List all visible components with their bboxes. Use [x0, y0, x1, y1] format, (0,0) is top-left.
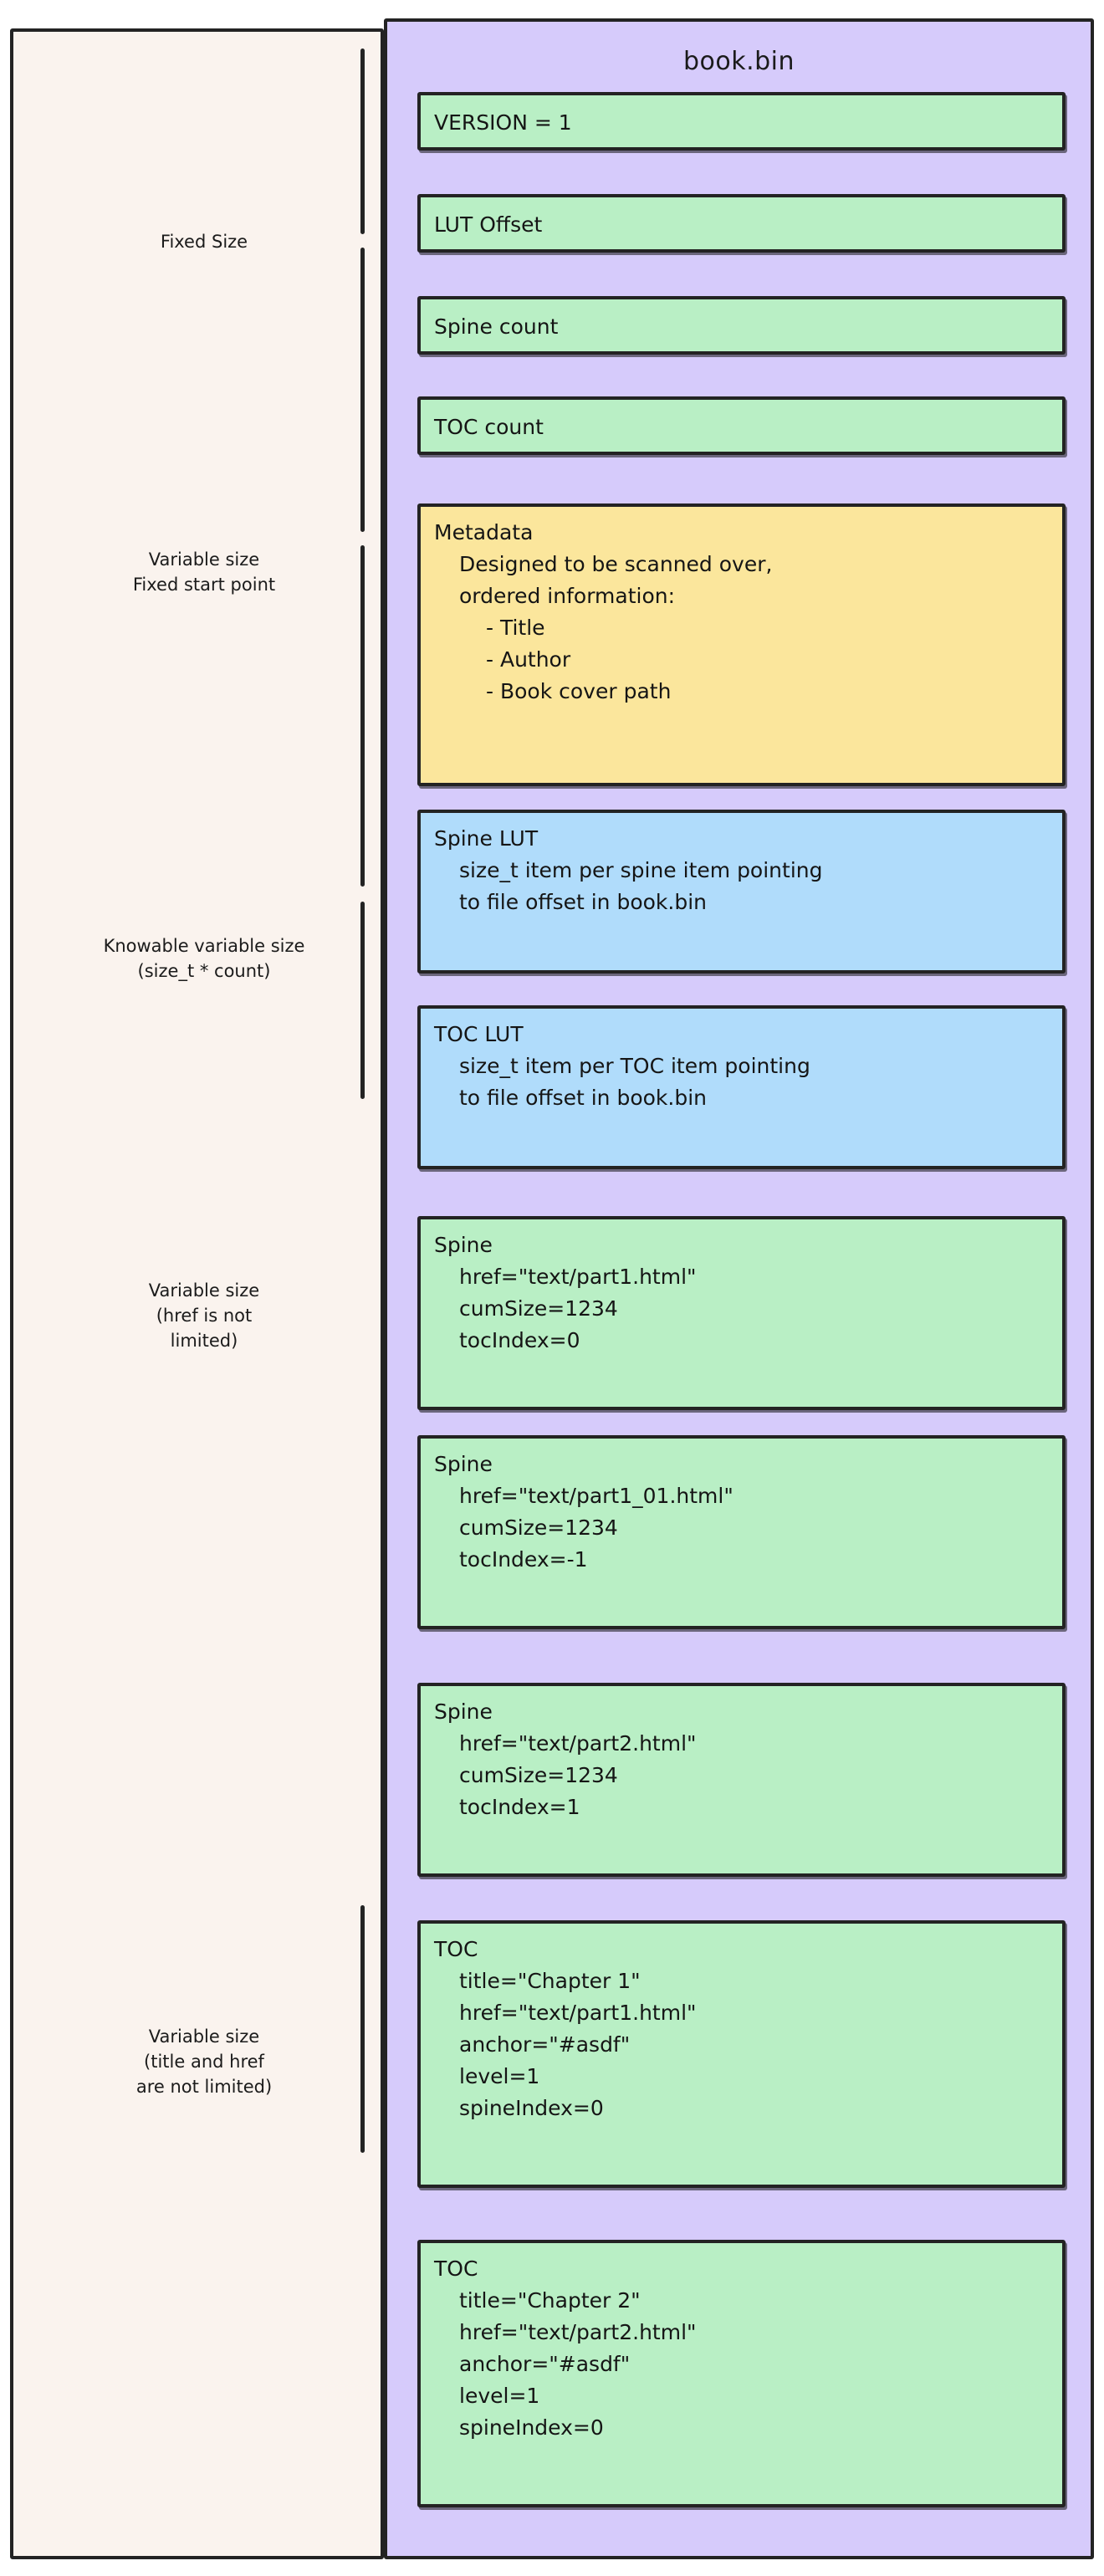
record-line: anchor="#asdf": [459, 2032, 631, 2057]
bracket-variable-title-href: [360, 1905, 365, 2153]
record-line: title="Chapter 2": [459, 2288, 641, 2313]
record-line: TOC count: [434, 415, 544, 439]
record-line: Designed to be scanned over,: [459, 552, 773, 576]
bracket-knowable-variable: [360, 545, 365, 887]
record-line: to file offset in book.bin: [459, 1086, 708, 1110]
record-line: tocIndex=1: [459, 1795, 580, 1819]
record-line: Spine: [434, 1452, 493, 1476]
record-toc-count: TOC count: [417, 396, 1066, 455]
record-line: cumSize=1234: [459, 1515, 618, 1540]
record-line: Spine: [434, 1699, 493, 1724]
record-line: Spine count: [434, 314, 559, 339]
record-line: size_t item per TOC item pointing: [459, 1054, 810, 1078]
group-label-variable-href: Variable size (href is not limited): [148, 1280, 260, 1351]
record-line: href="text/part1.html": [459, 2001, 697, 2025]
record-line: ordered information:: [459, 584, 676, 608]
record-line: - Author: [486, 647, 571, 672]
record-line: href="text/part2.html": [459, 1731, 697, 1756]
record-spine-count: Spine count: [417, 296, 1066, 355]
record-line: Metadata: [434, 520, 534, 544]
record-spine-lut: Spine LUT size_t item per spine item poin…: [417, 810, 1066, 974]
record-line: cumSize=1234: [459, 1296, 618, 1321]
record-line: tocIndex=-1: [459, 1547, 588, 1572]
group-label-variable-fixed-start: Variable size Fixed start point: [132, 549, 276, 595]
book-bin-container: book.bin VERSION = 1 LUT Offset Spine co…: [384, 18, 1094, 2559]
record-line: level=1: [459, 2064, 540, 2088]
record-line: VERSION = 1: [434, 110, 572, 135]
record-line: TOC LUT: [434, 1022, 524, 1046]
record-version: VERSION = 1: [417, 92, 1066, 151]
record-line: to file offset in book.bin: [459, 890, 708, 914]
record-line: Spine: [434, 1233, 493, 1257]
record-line: TOC: [434, 2257, 478, 2281]
group-label-fixed-size: Fixed Size: [160, 232, 248, 252]
record-line: TOC: [434, 1937, 478, 1961]
group-label-variable-title-href: Variable size (title and href are not li…: [135, 2027, 273, 2097]
record-line: - Book cover path: [486, 679, 672, 703]
record-lut-offset: LUT Offset: [417, 194, 1066, 253]
book-bin-title: book.bin: [682, 47, 795, 76]
group-label-knowable-variable: Knowable variable size (size_t * count): [103, 936, 305, 981]
bracket-variable-fixed-start: [360, 248, 365, 532]
bracket-fixed-size: [360, 49, 365, 234]
record-toc-1: TOC title="Chapter 1" href="text/part1.htm…: [417, 1920, 1066, 2188]
record-line: Spine LUT: [434, 826, 539, 851]
record-line: size_t item per spine item pointing: [459, 858, 823, 882]
record-line: level=1: [459, 2384, 540, 2408]
record-line: title="Chapter 1": [459, 1969, 641, 1993]
annotations-panel: Fixed Size Variable size Fixed start poi…: [10, 28, 384, 2559]
record-line: href="text/part2.html": [459, 2320, 697, 2344]
record-line: spineIndex=0: [459, 2415, 604, 2440]
record-spine-2: Spine href="text/part1_01.html" cumSize=12…: [417, 1435, 1066, 1629]
record-toc-2: TOC title="Chapter 2" href="text/part2.htm…: [417, 2240, 1066, 2507]
record-line: anchor="#asdf": [459, 2352, 631, 2376]
record-line: tocIndex=0: [459, 1328, 580, 1352]
record-toc-lut: TOC LUT size_t item per TOC item pointing…: [417, 1005, 1066, 1169]
bracket-variable-href: [360, 902, 365, 1099]
record-line: spineIndex=0: [459, 2096, 604, 2120]
record-spine-3: Spine href="text/part2.html" cumSize=1234 t…: [417, 1683, 1066, 1877]
record-line: href="text/part1.html": [459, 1265, 697, 1289]
record-line: cumSize=1234: [459, 1763, 618, 1787]
record-line: - Title: [486, 616, 545, 640]
record-line: LUT Offset: [434, 212, 543, 237]
record-spine-1: Spine href="text/part1.html" cumSize=1234 t…: [417, 1216, 1066, 1410]
record-line: href="text/part1_01.html": [459, 1484, 733, 1508]
